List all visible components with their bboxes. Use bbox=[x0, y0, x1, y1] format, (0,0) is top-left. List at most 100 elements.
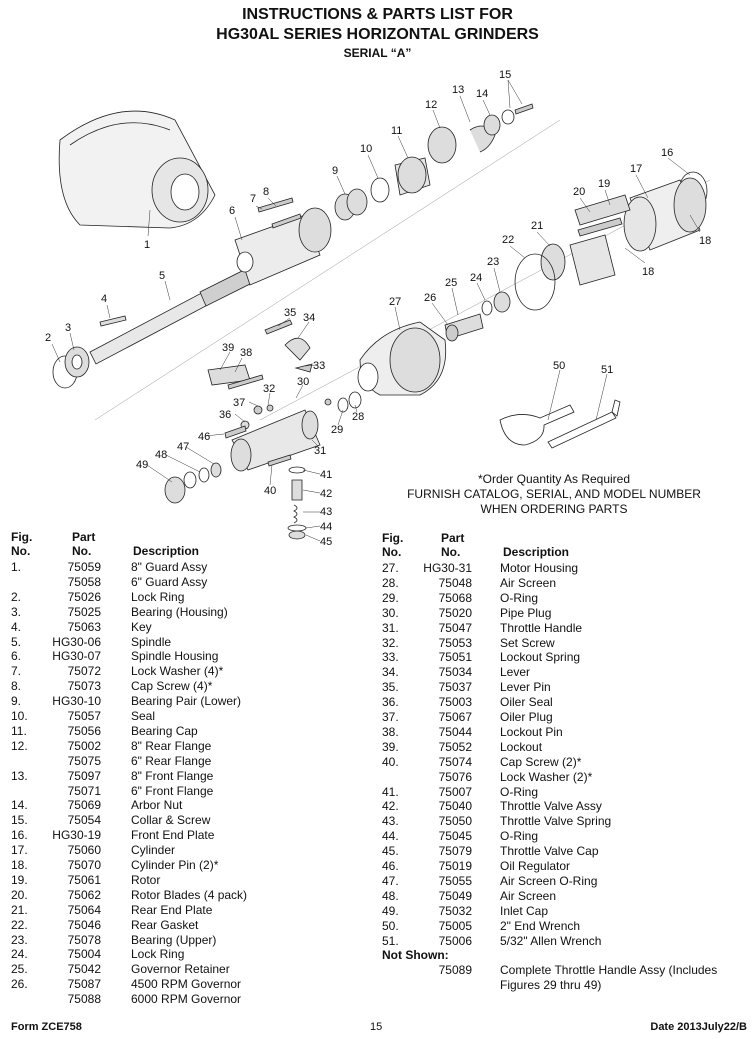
part-description: Lock Ring bbox=[131, 947, 185, 962]
part-number: 75072 bbox=[67, 664, 101, 679]
exploded-parts-diagram: 1 2 3 4 5 6 7 8 9 10 11 12 13 14 15 16 1… bbox=[45, 69, 711, 548]
part-description: Key bbox=[131, 619, 152, 634]
part-number: 75079 bbox=[438, 844, 472, 859]
part-description: Throttle Handle bbox=[500, 620, 583, 635]
part-number: 75063 bbox=[67, 619, 101, 634]
part-number: 75046 bbox=[67, 917, 101, 932]
fig-number: 29. bbox=[382, 590, 399, 605]
fig-number: 43. bbox=[382, 814, 399, 829]
part-description: Cap Screw (4)* bbox=[131, 679, 213, 694]
callout-3: 3 bbox=[65, 322, 71, 334]
fig-number: 45. bbox=[382, 844, 399, 859]
part-description: 6000 RPM Governor bbox=[131, 992, 242, 1007]
part-description: Inlet Cap bbox=[500, 903, 549, 918]
callout-17: 17 bbox=[630, 163, 642, 175]
part-number: 75061 bbox=[67, 872, 101, 887]
part-description: Oiler Plug bbox=[500, 710, 553, 724]
serial-label: SERIAL “A” bbox=[343, 46, 412, 60]
part-number: 75049 bbox=[438, 888, 472, 903]
part-number: 75058 bbox=[67, 574, 101, 589]
part-description: 4500 RPM Governor bbox=[131, 977, 242, 992]
part-number: 75006 bbox=[438, 933, 472, 948]
part-number: 75088 bbox=[67, 992, 101, 1007]
fig-number: 46. bbox=[382, 859, 399, 873]
part-description: Figures 29 thru 49) bbox=[500, 978, 602, 993]
fig-number: 30. bbox=[382, 605, 399, 620]
fig-number: 27. bbox=[382, 561, 399, 575]
order-note-line1: *Order Quantity As Required bbox=[477, 472, 631, 486]
part-description: Air Screen bbox=[500, 888, 557, 903]
fig-number: 8. bbox=[11, 679, 22, 694]
part-description: 2" End Wrench bbox=[500, 918, 581, 933]
callout-20: 20 bbox=[573, 186, 585, 198]
fig-number: 50. bbox=[382, 918, 399, 933]
part-description: Throttle Valve Assy bbox=[500, 799, 602, 814]
fig-header-line2: No. bbox=[382, 545, 402, 559]
fig-number: 23. bbox=[11, 932, 28, 947]
fig-number: 14. bbox=[11, 798, 28, 813]
callout-19: 19 bbox=[598, 178, 610, 190]
fig-number: 13. bbox=[11, 768, 28, 783]
part-number: 75003 bbox=[438, 695, 472, 710]
part-description: Rear End Plate bbox=[131, 902, 213, 917]
fig-number: 24. bbox=[11, 947, 28, 962]
callout-24: 24 bbox=[470, 272, 482, 284]
part-header-line2: No. bbox=[72, 544, 92, 558]
part-description: Throttle Valve Spring bbox=[500, 814, 612, 829]
part-description: Lock Ring bbox=[131, 589, 185, 604]
callout-37: 37 bbox=[233, 397, 245, 409]
part-number: 75026 bbox=[67, 589, 101, 604]
description-header-left: Description bbox=[133, 544, 200, 558]
fig-number: 15. bbox=[11, 813, 28, 828]
part-description: Bearing Cap bbox=[131, 723, 198, 738]
callout-7: 7 bbox=[250, 193, 256, 205]
fig-number: 33. bbox=[382, 650, 399, 665]
callout-45: 45 bbox=[320, 536, 332, 548]
part-description: O-Ring bbox=[500, 829, 539, 844]
cylinder-part bbox=[623, 177, 707, 252]
form-number: Form ZCE758 bbox=[11, 1021, 82, 1033]
callout-21: 21 bbox=[531, 220, 543, 232]
fig-number: 49. bbox=[382, 903, 399, 918]
callout-2: 2 bbox=[45, 332, 51, 344]
part-number: 75060 bbox=[67, 843, 101, 858]
part-description: Rotor bbox=[131, 872, 161, 887]
fig-number: 16. bbox=[11, 828, 28, 843]
spindle-housing-part bbox=[234, 207, 332, 286]
part-description: Bearing Pair (Lower) bbox=[131, 694, 242, 709]
guard-assy-part bbox=[58, 110, 216, 229]
callout-18b: 18 bbox=[642, 266, 654, 278]
callout-28: 28 bbox=[352, 411, 364, 423]
part-number: 75064 bbox=[67, 902, 101, 917]
part-number: 75047 bbox=[438, 620, 472, 635]
part-description: Throttle Valve Cap bbox=[500, 844, 599, 859]
fig-number: 47. bbox=[382, 873, 399, 888]
part-number: 75068 bbox=[438, 590, 472, 605]
page-number: 15 bbox=[370, 1021, 383, 1033]
part-description: Spindle Housing bbox=[131, 649, 219, 664]
callout-5: 5 bbox=[159, 270, 165, 282]
callout-33: 33 bbox=[313, 360, 325, 372]
callout-50: 50 bbox=[553, 360, 565, 372]
fig-number: 31. bbox=[382, 620, 399, 635]
part-description: Lever bbox=[500, 665, 531, 680]
part-number: 75087 bbox=[67, 977, 101, 992]
callout-38: 38 bbox=[240, 347, 252, 359]
part-number: 75045 bbox=[438, 829, 472, 844]
fig-number: 36. bbox=[382, 695, 399, 710]
fig-number: 7. bbox=[11, 664, 22, 679]
callout-51: 51 bbox=[601, 364, 613, 376]
fig-number: 40. bbox=[382, 754, 399, 769]
description-header-right: Description bbox=[503, 545, 570, 559]
order-note-line3: WHEN ORDERING PARTS bbox=[480, 502, 628, 516]
fig-number: 48. bbox=[382, 888, 399, 903]
part-number: 75062 bbox=[67, 887, 101, 902]
part-number: 75004 bbox=[67, 947, 101, 962]
callout-49: 49 bbox=[136, 459, 148, 471]
part-description: Spindle bbox=[131, 634, 172, 649]
callout-6: 6 bbox=[229, 205, 235, 217]
part-number: HG30-10 bbox=[52, 694, 101, 709]
part-description: Collar & Screw bbox=[131, 813, 211, 828]
part-number: 75071 bbox=[67, 783, 101, 798]
fig-number: 32. bbox=[382, 635, 399, 650]
